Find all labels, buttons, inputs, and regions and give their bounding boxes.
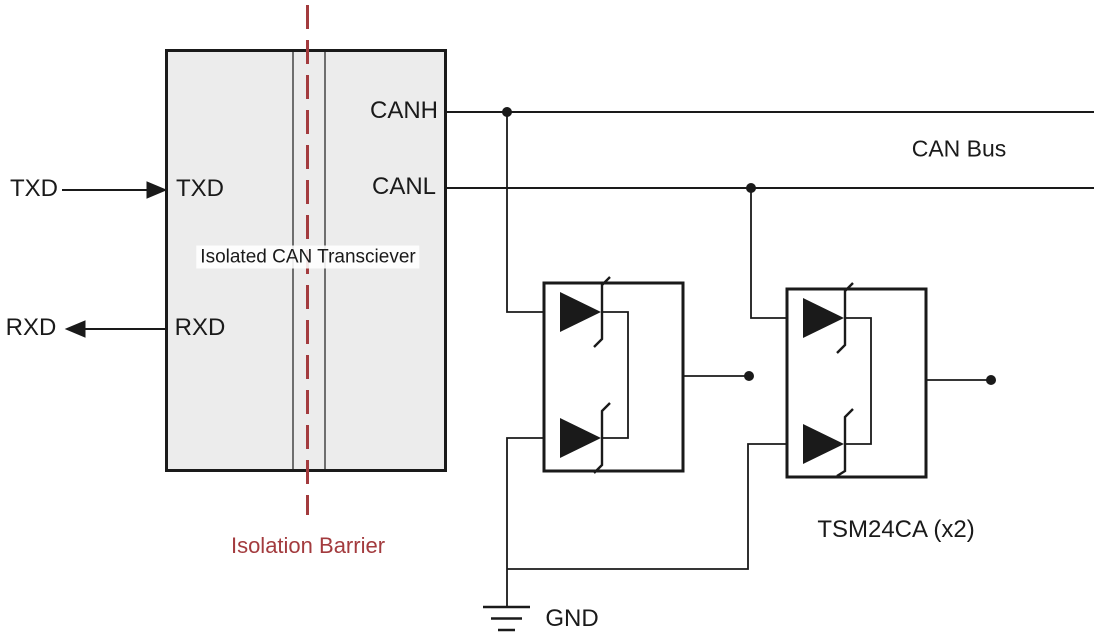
transceiver-pin-canh: CANH — [369, 97, 439, 124]
tvs-array-2 — [785, 282, 928, 479]
tvs2-gnd-wire — [507, 443, 803, 570]
txd-arrow — [62, 181, 168, 199]
can-bus-wires — [447, 111, 1094, 189]
rxd-signal-label: RXD — [5, 314, 57, 341]
isolation-barrier-label: Isolation Barrier — [230, 533, 386, 558]
transceiver-pin-rxd: RXD — [174, 314, 226, 341]
canh-drop-wire — [506, 112, 560, 313]
transceiver-pin-canl: CANL — [371, 173, 437, 200]
canl-junction-dot — [746, 183, 756, 193]
transceiver-name-label: Isolated CAN Transciever — [196, 245, 420, 269]
transceiver-pin-txd: TXD — [176, 175, 224, 202]
rxd-arrow — [64, 320, 167, 338]
tvs-part-number-label: TSM24CA (x2) — [817, 516, 975, 543]
tvs1-output-dot — [744, 371, 754, 381]
txd-signal-label: TXD — [10, 175, 58, 202]
canh-junction-dot — [502, 107, 512, 117]
tvs1-bottom-diode-icon — [560, 418, 601, 458]
rxd-arrowhead-icon — [64, 320, 86, 338]
txd-arrowhead-icon — [146, 181, 168, 199]
tvs2-internal-link-wire — [845, 317, 872, 445]
ground-symbol-icon — [483, 605, 530, 632]
gnd-label: GND — [545, 605, 599, 632]
junction-dots — [502, 107, 996, 385]
can-bus-label: CAN Bus — [911, 135, 1007, 162]
tvs1-top-diode-icon — [560, 292, 601, 332]
tvs1-internal-link-wire — [602, 311, 629, 439]
tvs2-top-diode-icon — [803, 298, 844, 338]
tvs-array-1 — [542, 276, 685, 474]
tvs2-output-dot — [986, 375, 996, 385]
tvs2-bottom-diode-icon — [803, 424, 844, 464]
